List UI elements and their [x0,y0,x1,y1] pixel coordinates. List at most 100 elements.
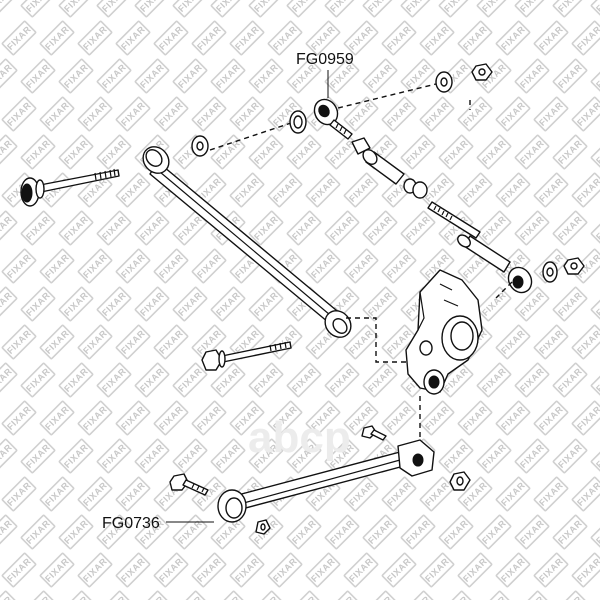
fixar-watermark-text: FIXAR [347,328,375,356]
fixar-watermark-stamp: FIXAR [381,248,417,284]
fixar-watermark-text: FIXAR [214,290,242,318]
fixar-watermark-stamp: FIXAR [153,552,189,588]
fixar-watermark-stamp: FIXAR [571,172,600,208]
fixar-watermark-stamp: FIXAR [590,210,600,246]
fixar-watermark-text: FIXAR [347,480,375,508]
fixar-watermark-stamp: FIXAR [476,438,512,474]
fixar-watermark-stamp: FIXAR [229,552,265,588]
fixar-watermark-text: FIXAR [404,518,432,546]
fixar-watermark-stamp: FIXAR [419,476,455,512]
fixar-watermark-stamp: FIXAR [58,0,94,18]
fixar-watermark-text: FIXAR [252,214,280,242]
fixar-watermark-text: FIXAR [119,328,147,356]
fixar-watermark-text: FIXAR [43,100,71,128]
fixar-watermark-text: FIXAR [461,176,489,204]
fixar-watermark-text: FIXAR [62,62,90,90]
fixar-watermark-stamp: FIXAR [457,552,493,588]
fixar-watermark-stamp: FIXAR [58,362,94,398]
fixar-watermark-text: FIXAR [138,214,166,242]
fixar-watermark-text: FIXAR [385,556,413,584]
fixar-watermark-stamp: FIXAR [305,172,341,208]
fixar-watermark-text: FIXAR [100,138,128,166]
fixar-watermark-stamp: FIXAR [0,286,18,322]
fixar-watermark-stamp: FIXAR [115,324,151,360]
fixar-watermark-stamp: FIXAR [571,324,600,360]
lower-lateral-arm [217,439,435,523]
fixar-watermark-stamp: FIXAR [571,96,600,132]
long-bolt-left [20,168,120,207]
fixar-watermark-stamp: FIXAR [400,210,436,246]
abcp-logo-watermark: abcp [248,413,351,462]
fixar-watermark-stamp: FIXAR [0,0,18,18]
fixar-watermark-text: FIXAR [62,366,90,394]
rear-knuckle [405,269,483,395]
fixar-watermark-stamp: FIXAR [0,514,18,550]
fixar-watermark-text: FIXAR [233,24,261,52]
fixar-watermark-stamp: FIXAR [552,514,588,550]
fixar-watermark-stamp: FIXAR [533,20,569,56]
fixar-watermark-text: FIXAR [119,252,147,280]
fixar-watermark-stamp: FIXAR [0,438,18,474]
fixar-watermark-text: FIXAR [423,556,451,584]
fixar-watermark-text: FIXAR [480,442,508,470]
fixar-watermark-stamp: FIXAR [324,514,360,550]
fixar-watermark-text: FIXAR [214,62,242,90]
washer-right [542,261,558,283]
bolt-center [201,341,292,371]
nut-knuckle-lower [449,471,471,491]
fixar-watermark-stamp: FIXAR [20,210,56,246]
fixar-watermark-text: FIXAR [176,366,204,394]
fixar-watermark-stamp: FIXAR [115,552,151,588]
fixar-watermark-stamp: FIXAR [514,58,550,94]
fixar-watermark-text: FIXAR [290,138,318,166]
fixar-watermark-stamp: FIXAR [476,286,512,322]
fixar-watermark-stamp: FIXAR [39,248,75,284]
fixar-watermark-stamp: FIXAR [286,0,322,18]
fixar-watermark-text: FIXAR [252,138,280,166]
fixar-watermark-stamp: FIXAR [343,172,379,208]
fixar-watermark-stamp: FIXAR [248,286,284,322]
fixar-watermark-stamp: FIXAR [343,476,379,512]
fixar-watermark-stamp: FIXAR [495,172,531,208]
fixar-watermark-stamp: FIXAR [20,514,56,550]
fixar-watermark-text: FIXAR [309,176,337,204]
cam-washer [289,110,307,134]
fixar-watermark-stamp: FIXAR [514,362,550,398]
fixar-watermark-text: FIXAR [537,100,565,128]
fixar-watermark-text: FIXAR [5,328,33,356]
fixar-watermark-text: FIXAR [290,214,318,242]
fixar-watermark-text: FIXAR [0,0,14,14]
fixar-watermark-stamp: FIXAR [0,362,18,398]
fixar-watermark-stamp: FIXAR [438,0,474,18]
fixar-watermark-stamp: FIXAR [476,590,512,600]
fixar-watermark-text: FIXAR [556,366,584,394]
fixar-watermark-text: FIXAR [385,404,413,432]
fixar-watermark-stamp: FIXAR [286,134,322,170]
fixar-watermark-stamp: FIXAR [400,514,436,550]
fixar-watermark-stamp: FIXAR [286,362,322,398]
fixar-watermark-stamp: FIXAR [134,362,170,398]
fixar-watermark-stamp: FIXAR [210,438,246,474]
fixar-watermark-text: FIXAR [24,62,52,90]
fixar-watermark-text: FIXAR [556,62,584,90]
fixar-watermark-stamp: FIXAR [324,134,360,170]
fixar-watermark-stamp: FIXAR [590,362,600,398]
fixar-watermark-text: FIXAR [271,556,299,584]
fixar-watermark-stamp: FIXAR [39,400,75,436]
fixar-watermark-text: FIXAR [119,556,147,584]
lock-washer-top [435,71,453,93]
fixar-watermark-stamp: FIXAR [495,552,531,588]
fixar-watermark-text: FIXAR [518,138,546,166]
fixar-watermark-text: FIXAR [176,442,204,470]
fixar-watermark-stamp: FIXAR [590,514,600,550]
fixar-watermark-text: FIXAR [537,24,565,52]
fixar-watermark-text: FIXAR [461,556,489,584]
fixar-watermark-stamp: FIXAR [0,210,18,246]
fixar-watermark-stamp: FIXAR [533,96,569,132]
fixar-watermark-text: FIXAR [100,62,128,90]
fixar-watermark-stamp: FIXAR [476,362,512,398]
fixar-watermark-stamp: FIXAR [58,438,94,474]
fixar-watermark-text: FIXAR [195,404,223,432]
fixar-watermark-stamp: FIXAR [305,248,341,284]
fixar-watermark-text: FIXAR [480,138,508,166]
